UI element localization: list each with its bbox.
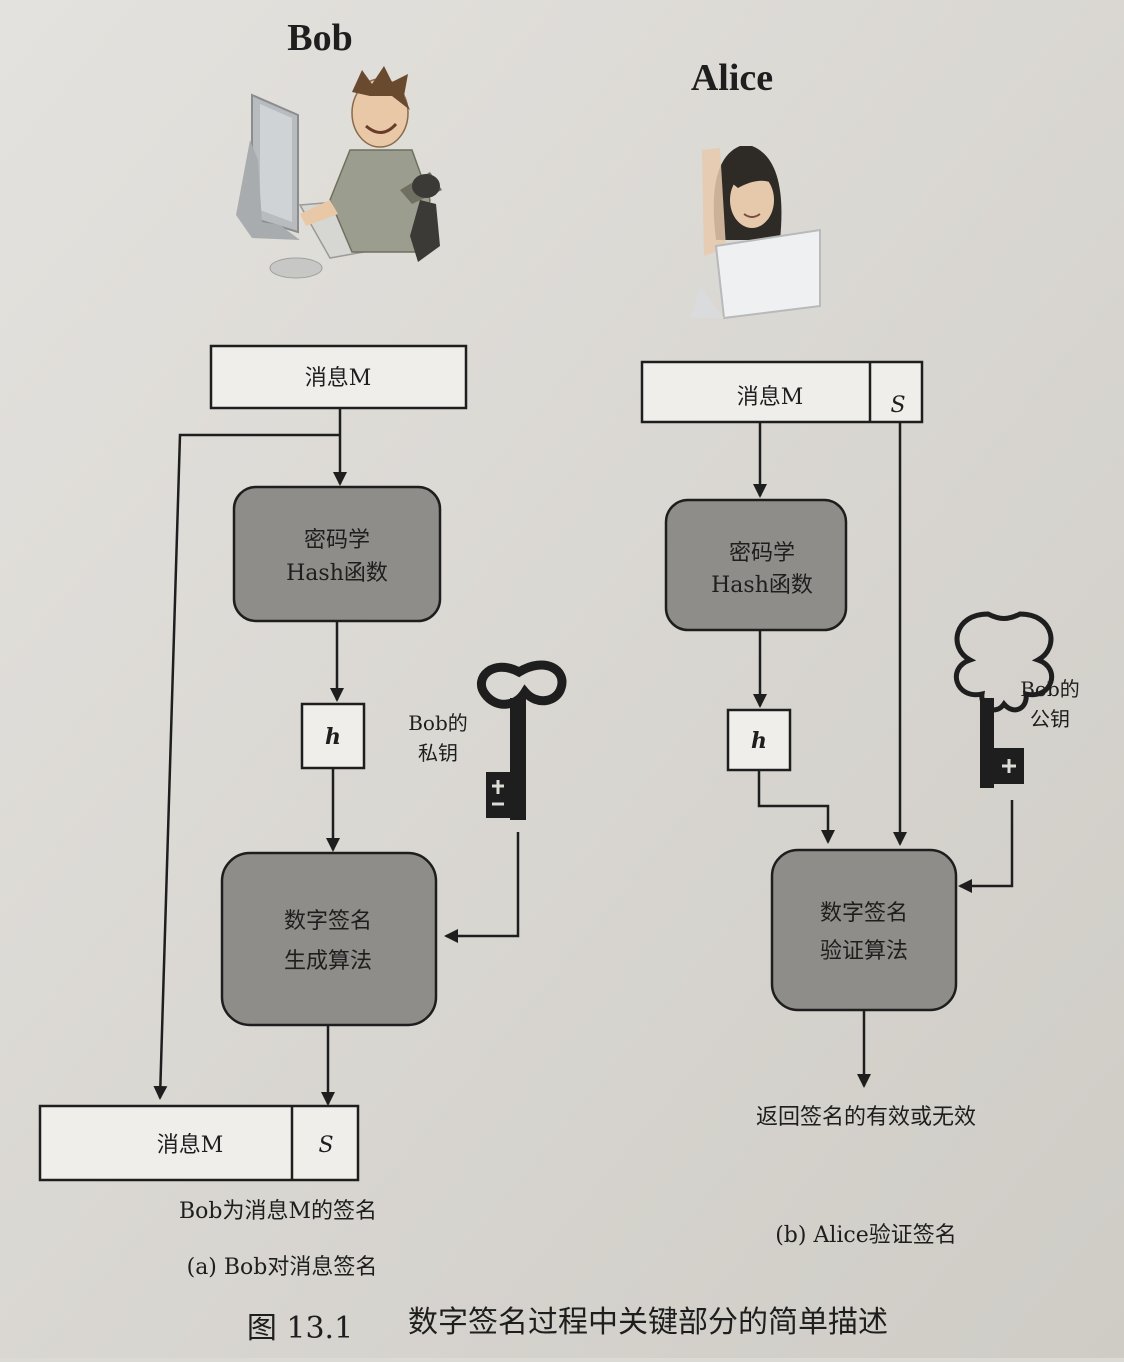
arrow-pubkey-to-verify: [958, 800, 1014, 893]
private-key-line1: Bob的: [408, 711, 468, 735]
left-caption: (a) Bob对消息签名: [187, 1255, 378, 1280]
left-gen-line2: 生成算法: [284, 949, 372, 974]
left-signed-caption: Bob为消息M的签名: [179, 1199, 377, 1224]
left-gen-line1: 数字签名: [284, 909, 372, 934]
figure-number: 图 13.1: [247, 1311, 353, 1346]
left-message-box: 消息M: [209, 344, 468, 410]
right-caption: (b) Alice验证签名: [775, 1223, 957, 1248]
figure-title: 数字签名过程中关键部分的简单描述: [408, 1305, 888, 1340]
left-hash-line1: 密码学: [304, 528, 370, 553]
verification-result: 返回签名的有效或无效: [756, 1105, 976, 1130]
right-message-label: 消息M: [737, 385, 804, 410]
right-verify-line1: 数字签名: [820, 901, 908, 926]
alice-illustration: [690, 146, 821, 320]
bob-illustration: [236, 66, 442, 279]
right-hash-line2: Hash函数: [711, 573, 813, 598]
private-key-icon: [476, 660, 567, 820]
public-key-icon: [953, 611, 1055, 788]
left-out-message-label: 消息M: [157, 1133, 224, 1158]
right-h-label: h: [751, 728, 767, 754]
right-sig-label: S: [890, 393, 905, 418]
alice-name: Alice: [691, 57, 773, 99]
right-message-box: 消息M S: [640, 360, 924, 424]
arrow-privkey-to-gen: [444, 832, 520, 943]
private-key-line2: 私钥: [418, 741, 458, 765]
left-sign-generation: 数字签名 生成算法: [220, 851, 438, 1027]
right-h-box: h: [726, 708, 792, 772]
right-sign-verification: 数字签名 验证算法: [770, 848, 958, 1012]
right-verify-line2: 验证算法: [820, 939, 908, 964]
left-h-box: h: [300, 702, 366, 770]
right-hash-line1: 密码学: [729, 541, 795, 566]
left-hash-function: 密码学 Hash函数: [232, 485, 442, 623]
left-h-label: h: [325, 724, 341, 750]
public-key-line1: Bob的: [1020, 677, 1080, 701]
arrow-rh-to-verify: [757, 770, 835, 844]
public-key-line2: 公钥: [1030, 707, 1070, 731]
left-signed-message-box: 消息M S: [38, 1104, 360, 1182]
left-out-sig-label: S: [318, 1133, 333, 1158]
left-message-label: 消息M: [305, 366, 372, 391]
bob-name: Bob: [287, 17, 352, 59]
left-hash-line2: Hash函数: [286, 561, 388, 586]
right-hash-function: 密码学 Hash函数: [664, 498, 848, 632]
arrow-msg-bypass-left: [153, 433, 340, 1100]
